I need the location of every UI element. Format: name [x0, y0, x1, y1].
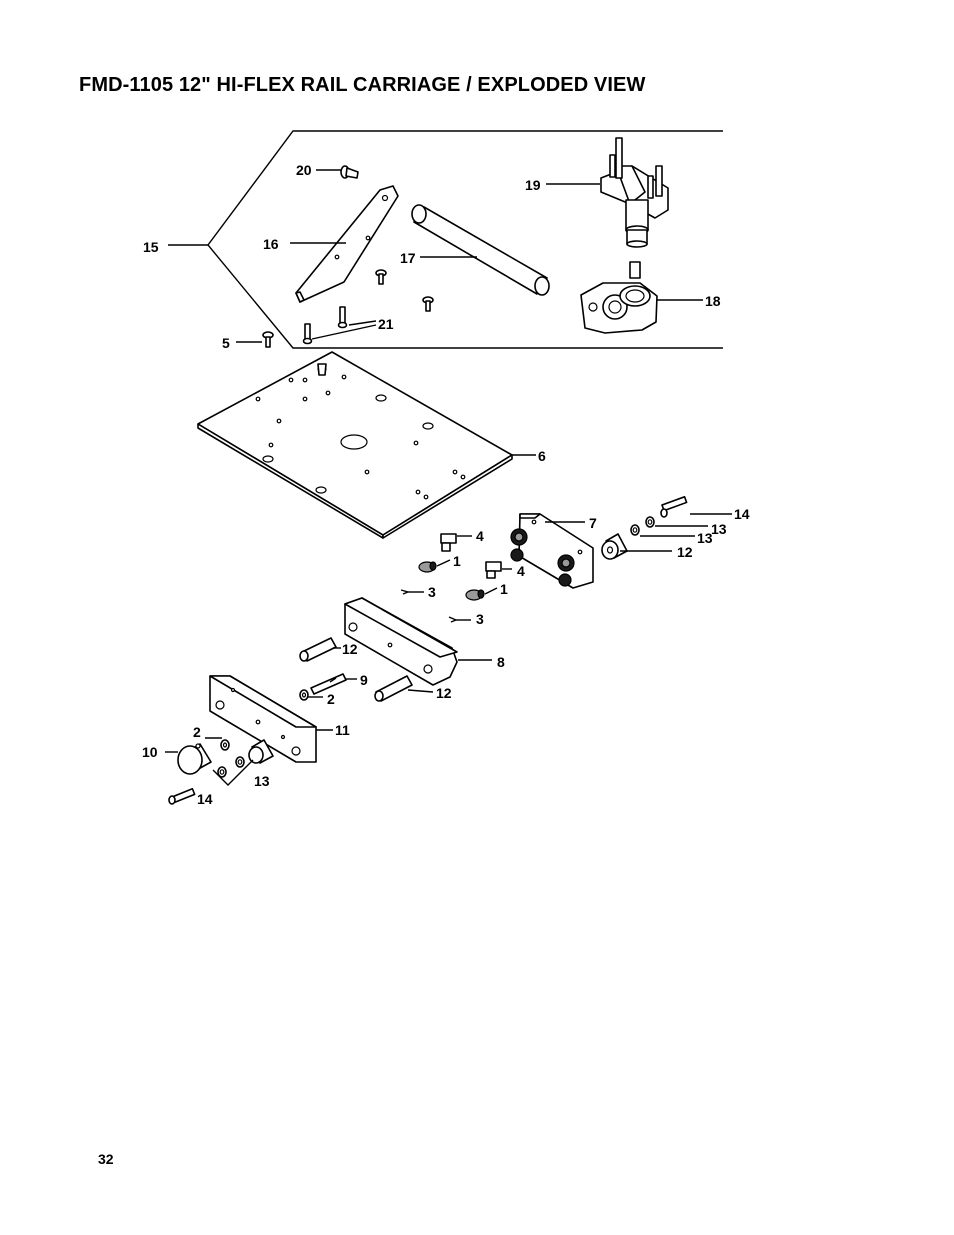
part-6-base-plate	[197, 351, 536, 539]
callout-3b: 3	[476, 611, 484, 627]
part-16-arm-plate	[290, 185, 399, 303]
part-11-end-block	[209, 675, 333, 763]
callout-20: 20	[296, 162, 312, 178]
callout-5: 5	[222, 335, 230, 351]
callout-12b: 12	[342, 641, 358, 657]
callout-2a: 2	[327, 691, 335, 707]
callout-14a: 14	[734, 506, 750, 522]
part-9-bolt	[310, 673, 357, 695]
callout-9: 9	[360, 672, 368, 688]
callout-16: 16	[263, 236, 279, 252]
assembly-15-bracket	[168, 130, 723, 349]
part-5-screw	[236, 331, 274, 348]
callout-19: 19	[525, 177, 541, 193]
part-14-bolt-right	[660, 495, 732, 518]
callout-17: 17	[400, 250, 416, 266]
part-3-pins	[400, 589, 471, 623]
part-12-pins	[299, 637, 434, 702]
callout-12a: 12	[677, 544, 693, 560]
part-10-wheel	[165, 743, 212, 775]
part-1-rollers	[418, 559, 498, 601]
callout-7: 7	[589, 515, 597, 531]
part-4-bolts	[440, 533, 512, 579]
callout-2b: 2	[193, 724, 201, 740]
callout-6: 6	[538, 448, 546, 464]
callout-4a: 4	[476, 528, 484, 544]
callout-8: 8	[497, 654, 505, 670]
callout-13b: 13	[697, 530, 713, 546]
callout-10: 10	[142, 744, 158, 760]
part-14-bolt-left	[168, 787, 196, 805]
callout-21: 21	[378, 316, 394, 332]
part-17-rod	[411, 204, 550, 296]
callout-3a: 3	[428, 584, 436, 600]
part-20-bolt	[316, 165, 359, 179]
callout-1a: 1	[453, 553, 461, 569]
part-19-post-bracket	[546, 137, 669, 248]
callout-15: 15	[143, 239, 159, 255]
callout-12c: 12	[436, 685, 452, 701]
part-8-bar	[344, 597, 492, 686]
callout-11: 11	[335, 722, 350, 738]
page-title: FMD-1105 12" HI-FLEX RAIL CARRIAGE / EXP…	[79, 74, 646, 96]
part-2-washer-b	[205, 737, 230, 751]
callout-1b: 1	[500, 581, 508, 597]
screws-small	[375, 269, 434, 312]
callout-14b: 14	[197, 791, 213, 807]
callout-18: 18	[705, 293, 721, 309]
part-13-washers-right	[630, 516, 708, 537]
part-21-bolts	[302, 306, 377, 345]
part-7-roller-block	[510, 513, 594, 589]
callout-13c: 13	[254, 773, 270, 789]
part-12-spacer-left	[248, 739, 274, 764]
part-12-spacer-right	[601, 533, 672, 560]
callout-4b: 4	[517, 563, 525, 579]
callout-13a: 13	[711, 521, 727, 537]
part-13-washers-left	[212, 756, 254, 786]
part-18-clamp	[580, 261, 703, 334]
part-2-washer-a	[299, 689, 323, 701]
page-number: 32	[98, 1151, 114, 1167]
